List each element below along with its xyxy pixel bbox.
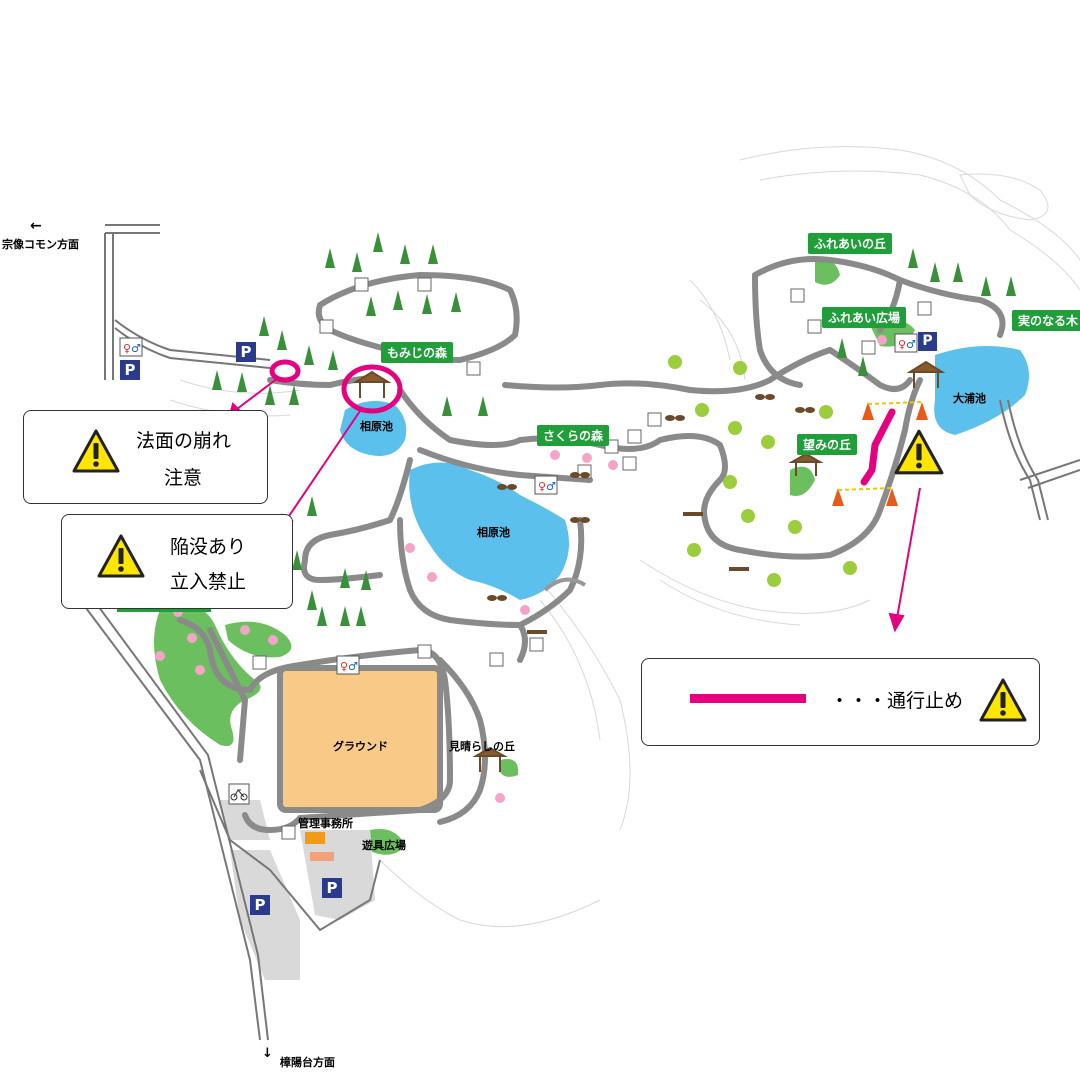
- warning-triangle-icon: [894, 429, 944, 475]
- conifer-trees: [212, 232, 1016, 626]
- ground-field: [277, 665, 443, 813]
- contour-lines: [169, 146, 1080, 928]
- svg-text:♀: ♀: [898, 338, 906, 351]
- parking-sign-4: P: [322, 878, 342, 898]
- svg-text:♂: ♂: [131, 342, 141, 355]
- notice-slope-line2: 注意: [164, 467, 203, 489]
- stairs-icons: [252, 277, 932, 840]
- label-yugu: 遊具広場: [362, 839, 406, 852]
- parking-sign-1: P: [120, 360, 140, 380]
- svg-text:♀: ♀: [340, 660, 348, 673]
- warning-triangle-icon: [97, 534, 145, 578]
- label-fureai-oka: ふれあいの丘: [808, 233, 893, 254]
- direction-shoyodai: 樟陽台方面: [280, 1056, 335, 1069]
- label-office: 管理事務所: [298, 817, 353, 830]
- barrier-cones: [832, 401, 928, 506]
- legend-closed-road: ・・・通行止め: [641, 658, 1040, 746]
- notice-sink-line2: 立入禁止: [170, 571, 247, 593]
- svg-text:♀: ♀: [538, 480, 546, 493]
- ponds: [340, 346, 1029, 600]
- label-pond-small: 相原池: [360, 420, 393, 433]
- round-trees: [668, 355, 857, 587]
- direction-arrow-munakata: ←: [30, 218, 42, 234]
- bicycle-icon: [228, 783, 250, 805]
- bridge: [543, 577, 587, 592]
- notice-slope-collapse: 法面の崩れ 注意: [23, 410, 268, 504]
- notice-sinkhole: 陥没あり 立入禁止: [61, 514, 293, 609]
- pavilions: [352, 360, 946, 772]
- label-ground: グラウンド: [333, 740, 388, 753]
- label-pond-large: 相原池: [477, 526, 510, 539]
- svg-text:♂: ♂: [906, 338, 916, 351]
- walking-paths: [177, 256, 1006, 833]
- label-minoru: 実のなる木: [1012, 310, 1080, 331]
- svg-text:♂: ♂: [546, 480, 556, 493]
- shed-building: [310, 852, 334, 861]
- label-sakura: さくらの森: [537, 425, 610, 446]
- label-fureai-hiroba: ふれあい広場: [822, 307, 907, 328]
- warning-triangle-icon: [72, 429, 120, 473]
- closed-road: [860, 408, 896, 486]
- direction-arrow-shoyodai: ↓: [262, 1046, 273, 1061]
- hazard-arrows: [227, 377, 921, 633]
- label-pond-oura: 大浦池: [953, 392, 986, 405]
- outer-roads: [79, 224, 1080, 1041]
- svg-text:♀: ♀: [123, 342, 131, 355]
- legend-closed-line: [690, 694, 806, 703]
- toilet-icons: ♀♂ ♀♂ ♀♂ ♀♂: [119, 333, 918, 675]
- office-building: [305, 832, 325, 844]
- label-nozomi: 望みの丘: [797, 434, 858, 455]
- parking-sign-2: P: [236, 342, 256, 362]
- parking-sign-3: P: [918, 332, 937, 351]
- benches: [487, 394, 815, 634]
- warning-triangle-icon: [979, 678, 1027, 722]
- notice-sink-line1: 陥没あり: [170, 536, 247, 558]
- parking-sign-5: P: [250, 895, 270, 915]
- svg-text:♂: ♂: [348, 660, 358, 673]
- hazard-markers: [269, 359, 403, 414]
- label-momiji: もみじの森: [381, 342, 454, 363]
- legend-text: ・・・通行止め: [830, 690, 964, 712]
- direction-munakata: 宗像コモン方面: [2, 238, 79, 251]
- notice-slope-line1: 法面の崩れ: [136, 430, 232, 452]
- label-miharashi: 見晴らしの丘: [449, 740, 515, 753]
